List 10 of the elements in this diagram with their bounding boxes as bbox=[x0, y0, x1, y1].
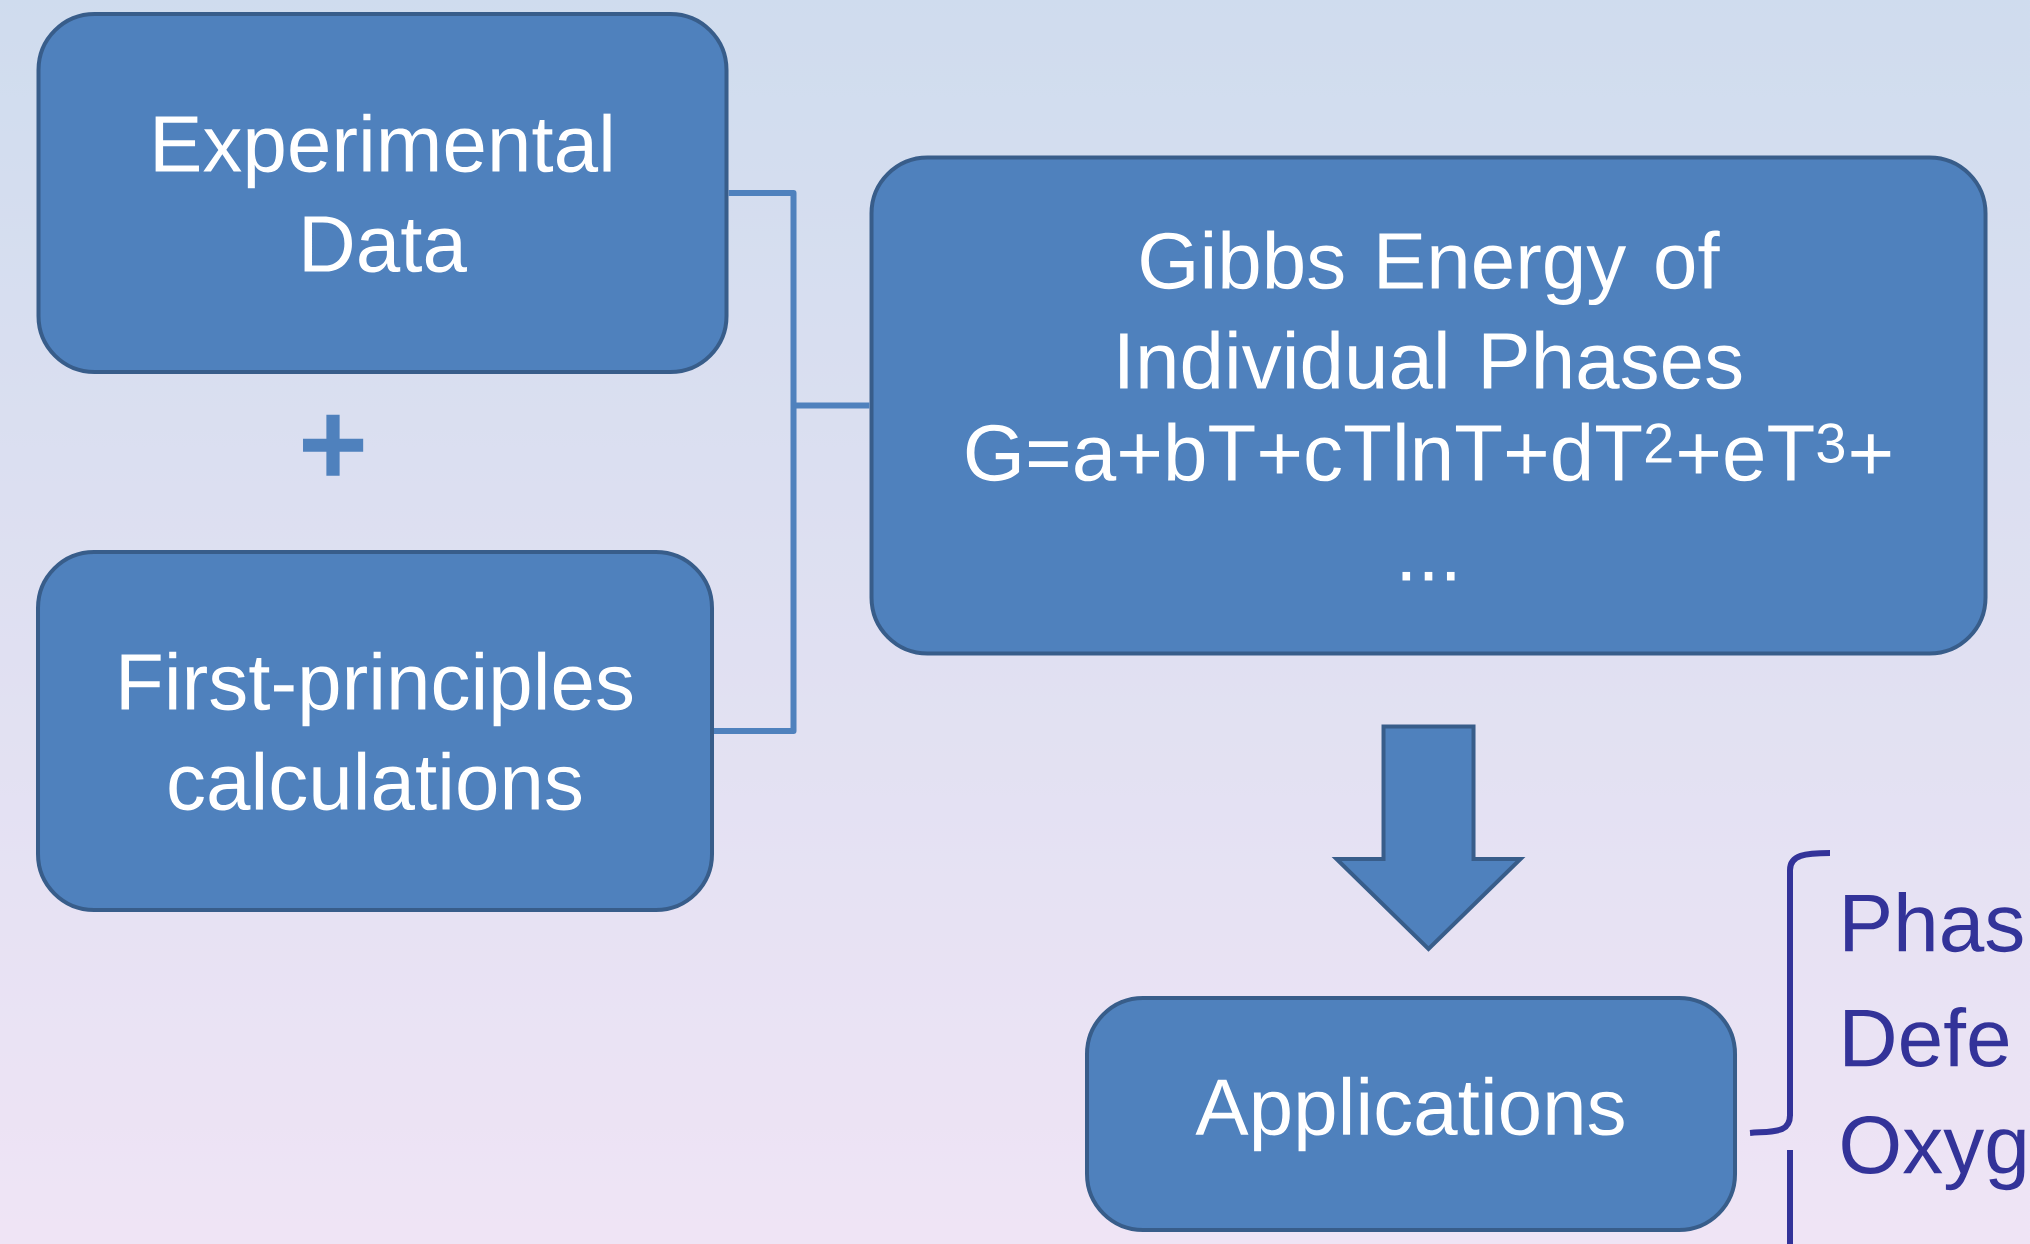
list-item: Defe bbox=[1845, 1006, 2008, 1068]
rounded-box: First-principles calculations bbox=[36, 550, 714, 912]
brace bbox=[711, 190, 873, 734]
rounded-box: Experimental Data bbox=[36, 12, 729, 374]
list-item: Oxyg bbox=[1842, 1115, 2025, 1191]
list-item: Phas bbox=[1845, 891, 2023, 953]
plus-sign: + bbox=[303, 414, 364, 476]
rounded-box: Applications bbox=[1085, 996, 1737, 1232]
rounded-box: Gibbs Energy of Individual Phases G=a+bT+cTlnT+dT$^{2}$+eT$^{3}$+ ... bbox=[869, 155, 1988, 656]
block-arrow bbox=[1331, 724, 1526, 952]
